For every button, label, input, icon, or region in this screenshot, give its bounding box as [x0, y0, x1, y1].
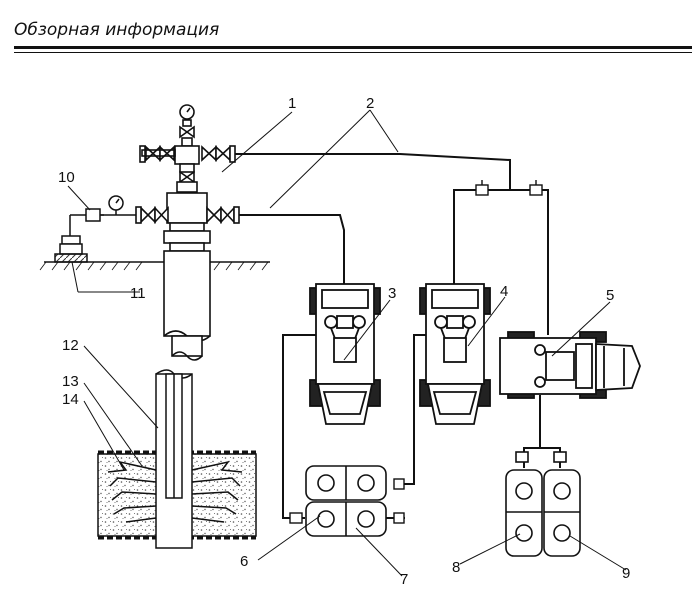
tank-6-7: [305, 465, 387, 537]
tank-8-9: [505, 451, 581, 557]
callout-13: 13: [62, 373, 79, 390]
callout-1: 1: [288, 95, 296, 112]
callout-5: 5: [606, 287, 614, 304]
pump-unit-5: [499, 331, 641, 399]
leader-lines: [67, 109, 627, 577]
casing-upper: [163, 250, 211, 361]
callout-3: 3: [388, 285, 396, 302]
callout-8: 8: [452, 559, 460, 576]
callout-12: 12: [62, 337, 79, 354]
callout-11: 11: [130, 285, 146, 302]
callout-9: 9: [622, 565, 630, 582]
wellhead: [135, 104, 240, 252]
callout-4: 4: [500, 283, 508, 300]
pump-truck-4: [419, 283, 491, 425]
callout-2: 2: [366, 95, 374, 112]
callout-14: 14: [62, 391, 79, 408]
callout-6: 6: [240, 553, 248, 570]
callout-7: 7: [400, 571, 408, 588]
ground-surface: [39, 261, 270, 271]
page-header-title: Обзорная информация: [14, 20, 220, 40]
pump-truck-3: [309, 283, 381, 425]
line-valves: [289, 180, 543, 524]
callout-10: 10: [58, 169, 75, 186]
gauge-manifold: [54, 195, 136, 263]
header-rule-thin: [14, 52, 692, 53]
header-rule: [14, 46, 692, 49]
reservoir-section: [97, 369, 257, 549]
